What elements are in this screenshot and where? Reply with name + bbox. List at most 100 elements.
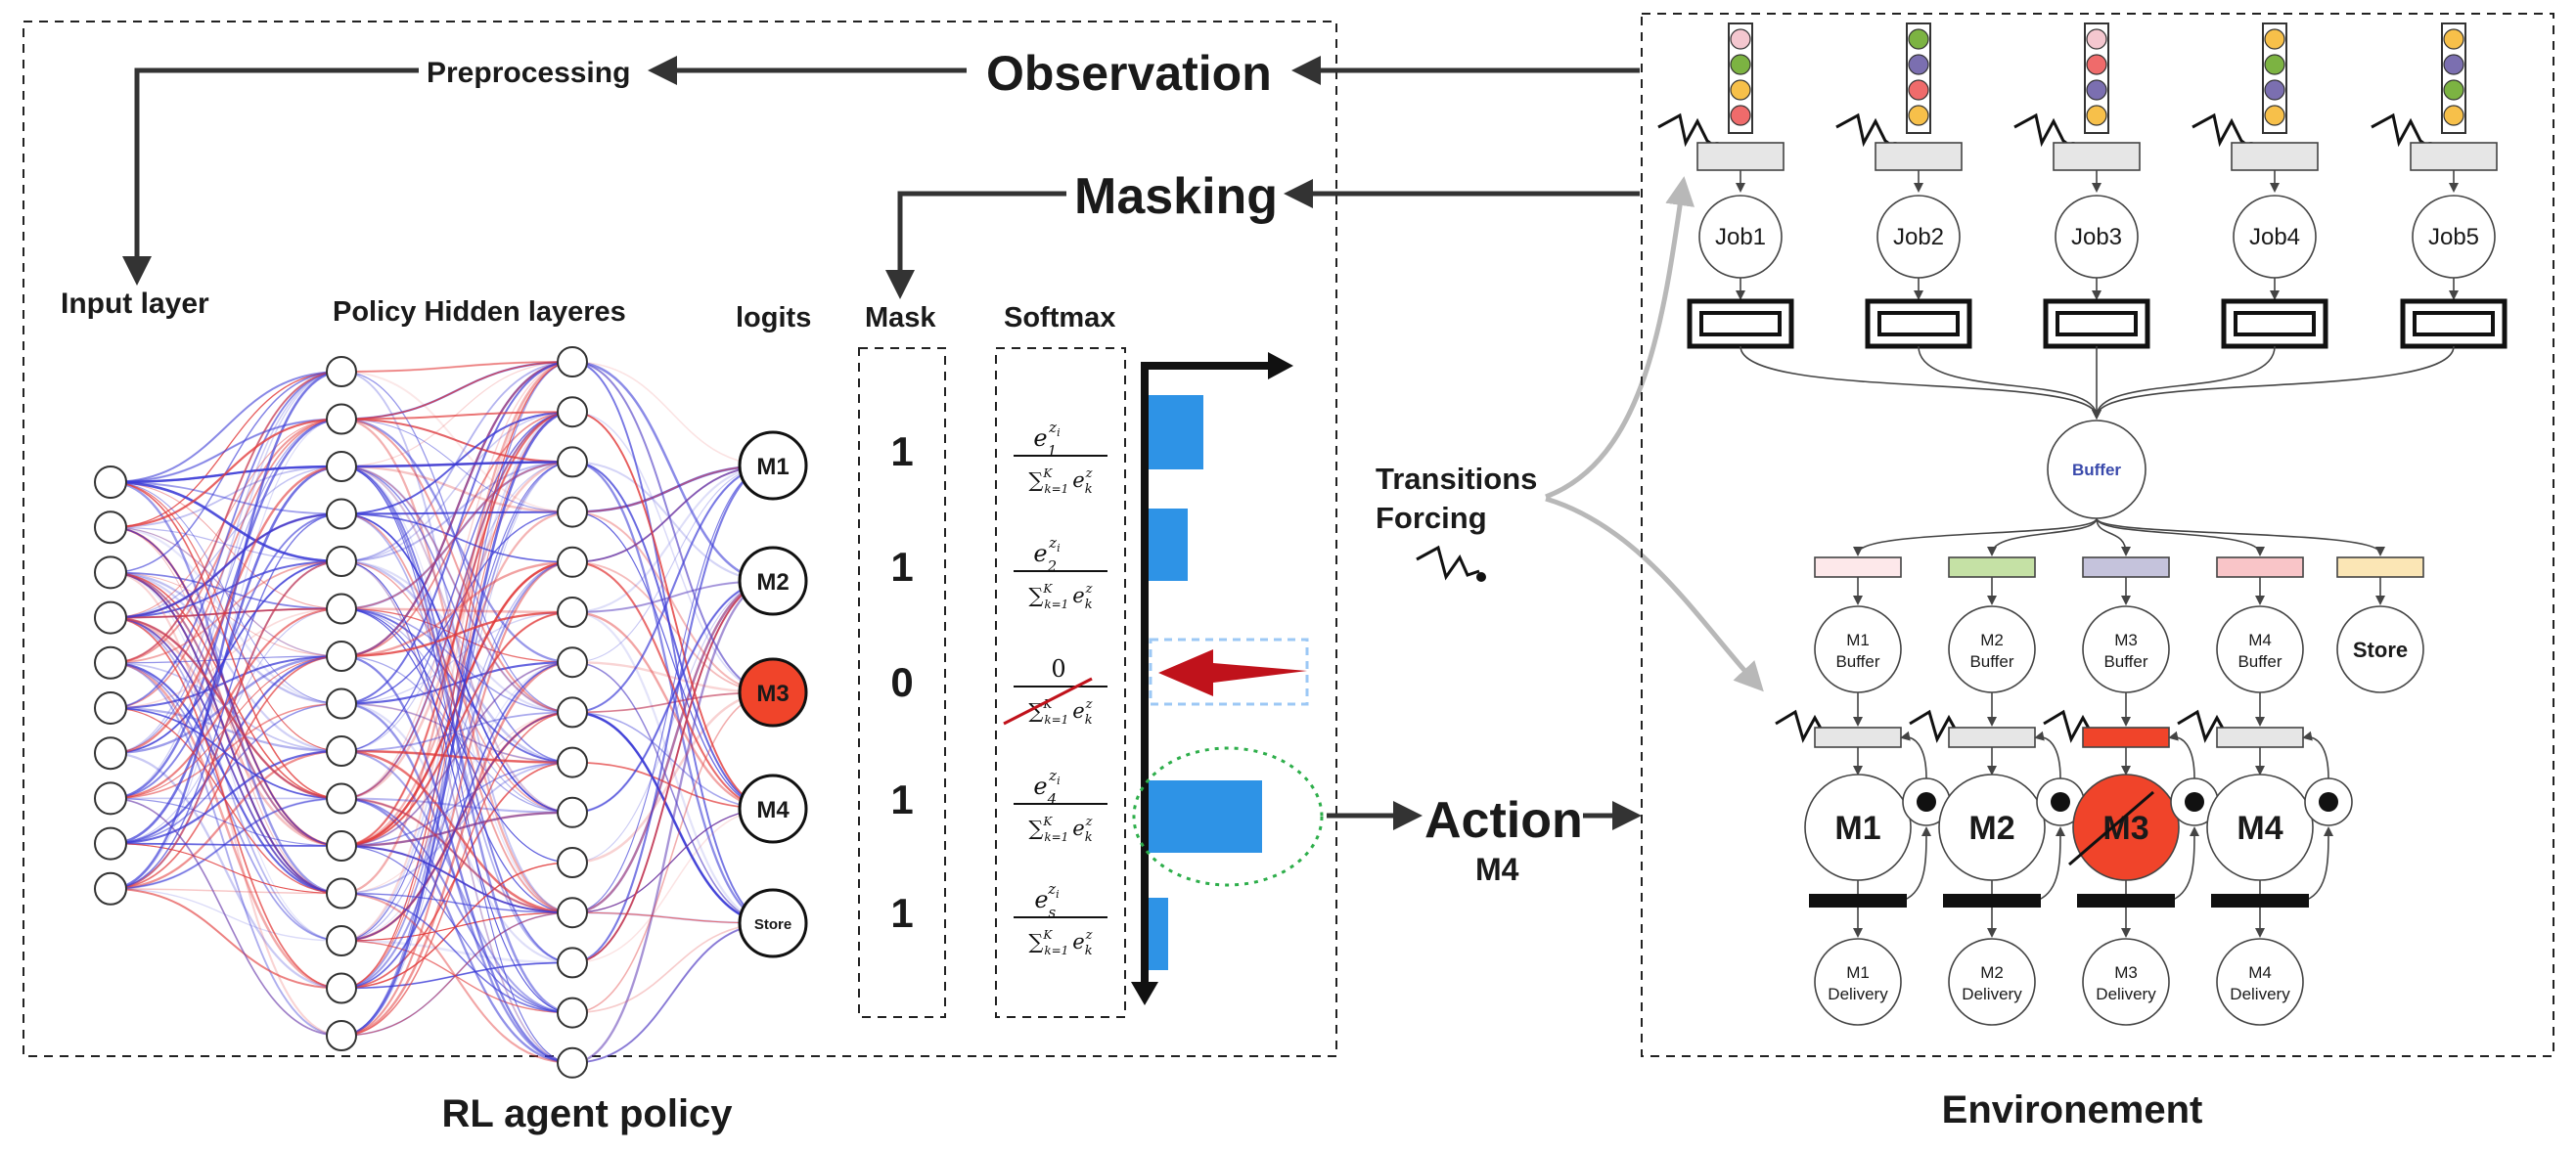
weight-edge <box>340 811 573 848</box>
sum-e-sub: k <box>1085 944 1093 958</box>
logit-node <box>738 774 808 844</box>
arc-from-buffer <box>1987 517 2098 556</box>
weight-edge <box>340 749 573 764</box>
weight-edge <box>110 707 342 895</box>
machine-label: M4 <box>2237 810 2282 847</box>
weight-edge <box>340 411 573 421</box>
weight-edge <box>110 466 342 529</box>
sum-e: e <box>1072 930 1084 953</box>
sum-e-sub: k <box>1085 482 1093 497</box>
weight-edge <box>340 845 573 1014</box>
weight-edge <box>340 410 573 1038</box>
weight-edge <box>340 961 573 990</box>
softmax-sub: 4 <box>1047 790 1058 808</box>
weight-edge <box>340 661 573 942</box>
weight-edge <box>340 702 573 764</box>
mask-column-frame <box>858 347 946 1018</box>
weight-edge <box>110 371 342 528</box>
weight-edge <box>110 706 342 753</box>
weight-edge <box>571 411 774 810</box>
weight-edge <box>571 464 774 964</box>
arc <box>2168 731 2195 779</box>
weight-edge <box>340 466 573 814</box>
weight-edge <box>340 892 573 1064</box>
transitions-forcing-arrows <box>1545 176 1764 692</box>
machine-buffer-label: M3 <box>2114 631 2138 649</box>
hidden1-neuron <box>326 498 357 530</box>
weight-edge <box>340 661 573 705</box>
weight-edge <box>571 465 774 913</box>
weight-edge <box>340 702 573 764</box>
weight-edge <box>340 360 573 895</box>
probability-bar <box>1149 509 1188 581</box>
sum-e-sup: z <box>1085 466 1093 481</box>
weight-edge <box>340 510 573 515</box>
probability-axis <box>1131 352 1293 1005</box>
weight-edge <box>340 465 573 714</box>
weight-edge <box>110 526 342 705</box>
job-label: Job4 <box>2249 224 2300 250</box>
sum-e-sub: k <box>1085 713 1093 728</box>
weight-edge <box>340 761 573 847</box>
hidden1-neuron <box>326 403 357 435</box>
weight-edge <box>110 655 342 890</box>
weight-edge <box>340 371 573 513</box>
job-token <box>2443 28 2464 50</box>
hidden2-neuron <box>557 646 588 679</box>
weight-edge <box>110 571 342 895</box>
weight-edge <box>571 461 774 582</box>
weight-edge <box>571 560 774 811</box>
arc-to-buffer <box>2092 345 2455 420</box>
input-neuron <box>94 466 127 499</box>
weight-edge <box>340 862 573 989</box>
sum-upper: K <box>1042 697 1053 711</box>
weight-edge <box>340 371 573 714</box>
sum-e-sup: z <box>1085 815 1093 829</box>
logit-node <box>738 546 808 616</box>
weight-edge <box>340 750 573 1014</box>
job-token <box>2443 54 2464 75</box>
weight-edge <box>340 892 573 913</box>
arc <box>1904 826 1931 901</box>
delivery-label: Delivery <box>1828 985 1888 1003</box>
weight-edge <box>340 419 573 513</box>
input-neuron <box>94 871 127 906</box>
hidden2-neuron <box>557 546 588 578</box>
machine-transition <box>2216 727 2304 748</box>
weight-edge <box>110 888 342 895</box>
logits-label: logits <box>736 302 811 333</box>
weight-edge <box>110 797 342 890</box>
transitions-label-line1: Transitions <box>1376 462 1537 496</box>
weight-edge <box>110 559 342 890</box>
delivery-label: M2 <box>1980 963 2004 982</box>
weight-edge <box>110 607 342 619</box>
weight-edge <box>340 361 573 1037</box>
arc-from-buffer <box>1853 517 2098 556</box>
weight-edge <box>340 661 573 847</box>
weight-edge <box>340 560 573 847</box>
weight-edge <box>340 465 573 513</box>
mask-label: Mask <box>865 302 936 333</box>
weight-edge <box>110 707 342 800</box>
sum-e: e <box>1072 584 1084 607</box>
environment-caption: Environement <box>1942 1088 2203 1131</box>
weight-edge <box>340 654 573 1064</box>
weight-edge <box>110 465 342 755</box>
machine-label: M1 <box>1834 810 1880 847</box>
weight-edge <box>340 940 573 1014</box>
weight-edge <box>340 466 573 964</box>
arc <box>2306 826 2333 901</box>
job-token <box>2086 79 2107 101</box>
network-edges <box>110 360 774 1065</box>
weight-edge <box>110 512 342 800</box>
sum-upper: K <box>1042 466 1053 480</box>
logit-node-label: M1 <box>756 454 789 480</box>
hidden2-neuron <box>557 897 588 929</box>
